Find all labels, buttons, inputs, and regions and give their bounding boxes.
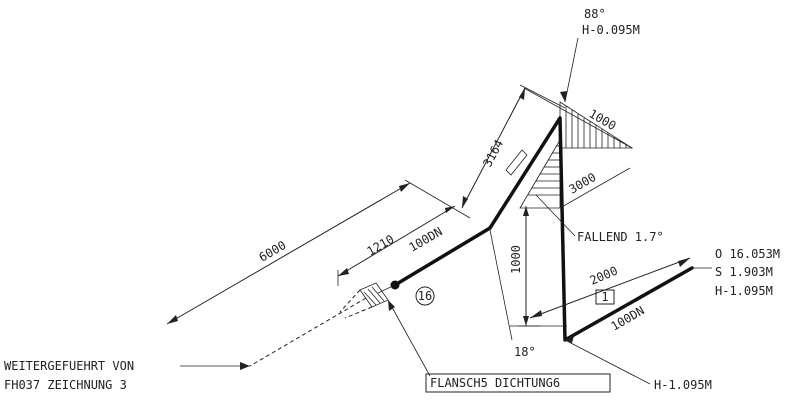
flange-note-label: FLANSCH5 DICHTUNG6 — [430, 376, 560, 390]
pipe-100dn-right-label: 100DN — [609, 303, 647, 333]
fallend-label: FALLEND 1.7° — [577, 230, 664, 244]
dim-6000-label: 6000 — [257, 238, 289, 265]
tag-16-label: 16 — [418, 289, 432, 303]
dim-2000-label: 2000 — [588, 264, 620, 288]
coord-s-label: S 1.903M — [715, 265, 773, 279]
angle-bottom-label: 18° — [514, 345, 536, 359]
dim-1210-label: 1210 — [365, 232, 397, 259]
pipe-route — [393, 116, 694, 342]
flange-note-box — [425, 373, 611, 393]
angle-top-label: 88° — [584, 7, 606, 21]
slope-marker — [505, 149, 528, 176]
box-1-label: 1 — [601, 290, 608, 304]
dim-1000-vert-label: 1000 — [509, 245, 523, 274]
dim-3164-label: 3164 — [480, 137, 506, 169]
continuation-dashes — [249, 289, 373, 367]
continued-from-line1: WEITERGEFUEHRT VON — [4, 359, 134, 373]
h-top-label: H-0.095M — [582, 23, 640, 37]
h-bottom-label: H-1.095M — [654, 378, 712, 392]
pipe-100dn-left-label: 100DN — [407, 224, 445, 254]
arrowheads — [167, 88, 690, 370]
tag-16-circle — [415, 286, 435, 306]
coord-o-label: O 16.053M — [715, 247, 780, 261]
dimension-lines — [166, 37, 712, 385]
coord-h-label: H-1.095M — [715, 284, 773, 298]
dim-3000-label: 3000 — [567, 170, 599, 197]
continued-from-line2: FH037 ZEICHNUNG 3 — [4, 378, 127, 392]
box-1 — [595, 289, 615, 305]
